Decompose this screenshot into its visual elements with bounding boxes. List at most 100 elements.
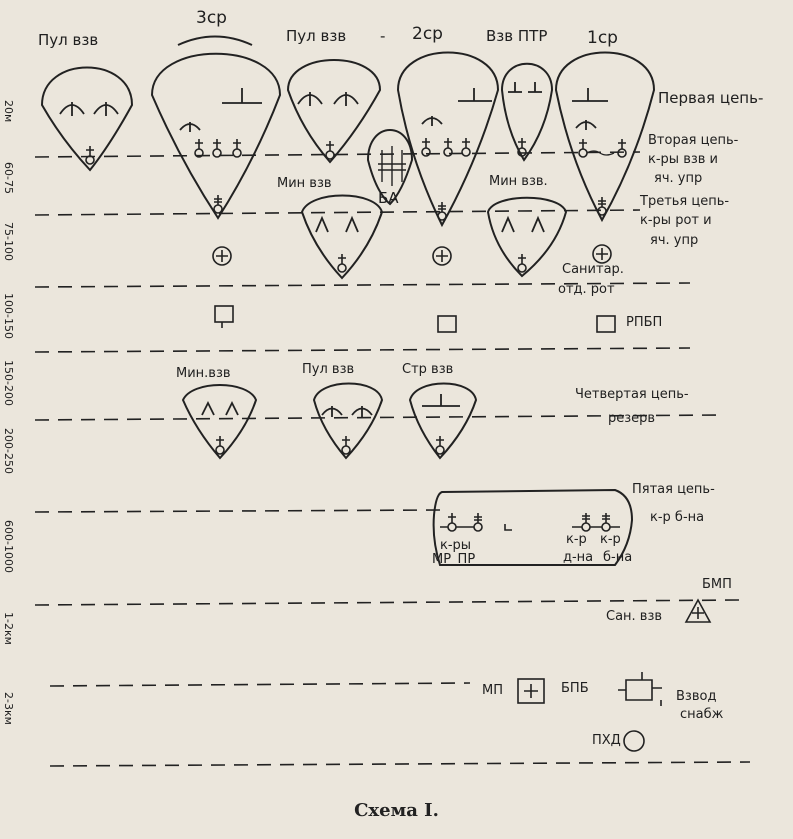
cone-min-vzv-left bbox=[300, 194, 384, 280]
label-ba: БА bbox=[378, 189, 399, 207]
label-second-chain: Вторая цепь- bbox=[648, 133, 739, 148]
column-rota2: 2ср bbox=[412, 24, 443, 44]
label-rpbp: РПБП bbox=[626, 315, 663, 330]
mg-icon bbox=[333, 92, 359, 106]
distance-2-3km: 2-3км bbox=[2, 692, 15, 725]
distance-600-1000: 600-1000 bbox=[2, 520, 15, 573]
cp-icon bbox=[212, 148, 222, 158]
mortar-icon bbox=[501, 215, 545, 233]
label-kr-1: к-р bbox=[566, 532, 587, 547]
label-dna: д-на bbox=[563, 550, 594, 565]
label-pkhd: ПХД bbox=[592, 733, 621, 748]
label-kr-2: к-р bbox=[600, 532, 621, 547]
cone-min-vzv-right bbox=[486, 196, 568, 278]
cp-icon bbox=[438, 202, 446, 212]
cp-icon bbox=[517, 263, 527, 273]
medical-post-icon bbox=[592, 244, 612, 264]
cp-icon bbox=[421, 147, 431, 157]
pkhd-icon bbox=[623, 730, 645, 752]
chain-line-mp bbox=[49, 682, 471, 687]
cp-icon bbox=[437, 211, 447, 221]
label-vzvod: Взвод bbox=[676, 689, 717, 704]
label-min-vzv-2: Мин взв. bbox=[489, 174, 548, 189]
label-min-vzv-1: Мин взв bbox=[277, 176, 332, 191]
label-third-chain-2: к-ры рот и bbox=[640, 213, 712, 228]
distance-75-100: 75-100 bbox=[2, 222, 15, 261]
atr-icon bbox=[458, 88, 492, 102]
cp-icon bbox=[213, 204, 223, 214]
ammo-point-icon bbox=[214, 305, 234, 323]
ammo-point-icon bbox=[437, 315, 457, 333]
mg-icon bbox=[321, 406, 373, 417]
cone-pul-vzv-left bbox=[40, 66, 134, 172]
mg-icon bbox=[93, 102, 119, 116]
mg-icon bbox=[297, 92, 323, 106]
label-sanitar: Санитар. bbox=[562, 262, 624, 277]
chain-line-bmp bbox=[34, 599, 741, 606]
column-pul-vzv-mid: Пул взв bbox=[286, 27, 347, 45]
column-rota1: 1ср bbox=[587, 28, 618, 48]
cp-icon bbox=[342, 436, 350, 446]
cp-icon bbox=[422, 138, 470, 148]
label-bmp: БМП bbox=[702, 577, 732, 592]
cp-icon bbox=[436, 436, 444, 446]
cp-icon bbox=[86, 146, 94, 156]
label-second-chain-2: к-ры взв и bbox=[648, 152, 719, 167]
cp-icon bbox=[435, 445, 445, 455]
wire-line bbox=[586, 150, 615, 156]
cone-rota3 bbox=[150, 52, 282, 220]
cp-icon bbox=[338, 254, 346, 264]
cone-vzv-ptr bbox=[500, 62, 554, 162]
mortar-icon bbox=[315, 215, 359, 233]
cone-ba bbox=[366, 129, 414, 206]
cone-pul-vzv-mid bbox=[286, 59, 382, 164]
cp-icon bbox=[518, 138, 526, 148]
chain-line-sanitar bbox=[34, 282, 691, 288]
mg-icon bbox=[179, 122, 201, 132]
distance-100-150: 100-150 bbox=[2, 293, 15, 339]
cp-icon bbox=[214, 195, 222, 205]
label-str-vzv-reserve: Стр взв bbox=[402, 362, 454, 377]
label-bpb: БПБ bbox=[561, 681, 589, 696]
cp-icon bbox=[617, 148, 627, 158]
label-third-chain: Третья цепь- bbox=[640, 194, 730, 209]
atr-icon bbox=[572, 88, 608, 102]
cone-str-vzv-reserve bbox=[408, 382, 478, 460]
cp-icon bbox=[473, 522, 483, 532]
column-vzv-ptr: Взв ПТР bbox=[486, 27, 548, 45]
cp-icon bbox=[579, 139, 626, 149]
distance-60-75: 60-75 bbox=[2, 162, 15, 194]
label-mr-pr: МР_ПР bbox=[432, 552, 476, 567]
cp-icon bbox=[232, 148, 242, 158]
cp-icon bbox=[325, 150, 335, 160]
distance-1-2km: 1-2км bbox=[2, 612, 15, 645]
label-first-chain: Первая цепь- bbox=[658, 89, 764, 107]
atr-icon bbox=[222, 88, 262, 104]
label-min-vzv-reserve: Мин.взв bbox=[176, 366, 231, 381]
medical-post-icon bbox=[436, 250, 448, 262]
mg-icon bbox=[421, 116, 443, 126]
medical-post-icon bbox=[596, 248, 608, 260]
label-vzvod-2: снабж bbox=[680, 707, 724, 722]
distance-20m: 20м bbox=[2, 100, 15, 123]
cp-icon bbox=[216, 436, 224, 446]
cp-icon bbox=[572, 513, 620, 528]
label-fourth-chain-2: резерв bbox=[608, 411, 656, 426]
cp-icon bbox=[195, 139, 241, 149]
rota3-arc bbox=[177, 35, 253, 46]
cp-icon bbox=[215, 445, 225, 455]
cp-icon bbox=[598, 197, 606, 207]
battalion-cp-area bbox=[432, 488, 634, 566]
medical-post-icon bbox=[216, 250, 228, 262]
label-sanitar-2: отд. рот bbox=[558, 282, 615, 297]
cp-icon bbox=[326, 141, 334, 151]
cp-icon bbox=[440, 513, 512, 531]
ammo-point-icon bbox=[596, 315, 616, 333]
mp-icon bbox=[524, 684, 538, 698]
cp-icon bbox=[447, 522, 457, 532]
weapon-markers bbox=[59, 82, 608, 417]
cp-icon bbox=[518, 254, 526, 264]
label-kry: к-ры bbox=[440, 538, 472, 553]
cp-icon bbox=[461, 147, 471, 157]
column-dash: - bbox=[380, 27, 386, 45]
